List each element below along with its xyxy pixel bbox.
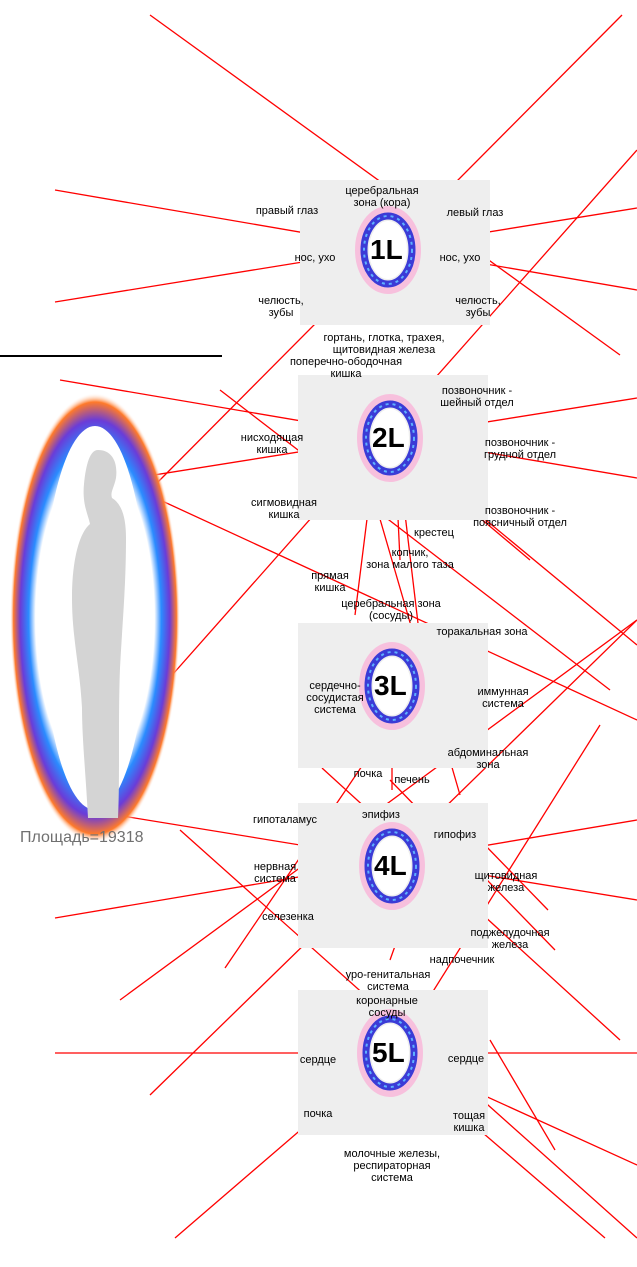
zone-label: нос, ухо: [295, 252, 336, 264]
sector-line: [490, 1040, 555, 1150]
zone-label: надпочечник: [430, 954, 495, 966]
zone-label: позвоночник -грудной отдел: [484, 437, 556, 461]
zone-label: копчик,зона малого таза: [366, 547, 454, 571]
zone-label: правый глаз: [256, 205, 318, 217]
zone-label: почка: [354, 768, 383, 780]
zone-label: крестец: [414, 527, 454, 539]
zone-label: сердце: [448, 1053, 484, 1065]
zone-label: челюсть,зубы: [455, 295, 500, 319]
zone-label: сердце: [300, 1054, 336, 1066]
zone-label: гипофиз: [434, 829, 476, 841]
divider-line: [0, 355, 222, 357]
zone-label: левый глаз: [447, 207, 504, 219]
finger-number: 2L: [372, 424, 405, 452]
zone-label: челюсть,зубы: [258, 295, 303, 319]
zone-label: позвоночник -шейный отдел: [440, 385, 513, 409]
area-label: Площадь=19318: [20, 829, 143, 847]
zone-label: церебральная зона(сосуды): [341, 598, 441, 622]
zone-label: селезенка: [262, 911, 314, 923]
finger-number: 1L: [370, 236, 403, 264]
body-aura-image: [0, 390, 190, 840]
finger-number: 3L: [374, 672, 407, 700]
zone-label: нос, ухо: [440, 252, 481, 264]
zone-label: эпифиз: [362, 809, 400, 821]
finger-number: 4L: [374, 852, 407, 880]
zone-label: почка: [304, 1108, 333, 1120]
sector-line: [390, 946, 395, 960]
finger-number: 5L: [372, 1039, 405, 1067]
zone-label: торакальная зона: [436, 626, 527, 638]
zone-label: гортань, глотка, трахея,щитовидная желез…: [323, 332, 444, 356]
zone-label: печень: [394, 774, 429, 786]
zone-label: гипоталамус: [253, 814, 317, 826]
zone-label: позвоночник -поясничный отдел: [473, 505, 567, 529]
